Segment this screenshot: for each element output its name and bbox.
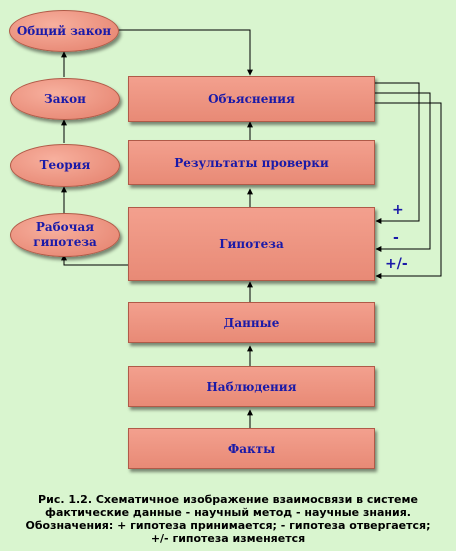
node-law-label: Закон: [44, 91, 86, 106]
node-data-label: Данные: [223, 315, 280, 330]
caption-line-3: Обозначения: + гипотеза принимается; - г…: [25, 519, 431, 532]
node-theory: Теория: [10, 144, 120, 187]
node-test-results: Результаты проверки: [128, 140, 375, 185]
node-explanations-label: Объяснения: [208, 92, 295, 106]
node-data: Данные: [128, 302, 375, 343]
node-general-law: Общий закон: [9, 10, 119, 52]
arrow-hypothesis-to-working-hypothesis: [61, 254, 128, 266]
sign-plus: +: [392, 202, 404, 218]
caption-line-1: Рис. 1.2. Схематичное изображение взаимо…: [38, 493, 418, 506]
node-hypothesis: Гипотеза: [128, 207, 375, 281]
node-theory-label: Теория: [39, 158, 91, 172]
caption-line-4: +/- гипотеза изменяется: [150, 532, 306, 545]
node-hypothesis-label: Гипотеза: [219, 237, 284, 251]
node-facts-label: Факты: [227, 441, 276, 456]
figure-caption: Рис. 1.2. Схематичное изображение взаимо…: [0, 493, 456, 545]
node-facts: Факты: [128, 428, 375, 469]
node-test-results-label: Результаты проверки: [174, 155, 329, 170]
sign-minus: -: [393, 230, 399, 246]
arrow-general-law-to-explanations: [118, 29, 253, 76]
node-law: Закон: [10, 78, 120, 120]
caption-line-2: фактические данные - научный метод - нау…: [45, 506, 411, 519]
node-explanations: Объяснения: [128, 76, 375, 122]
sign-plusminus: +/-: [385, 256, 408, 272]
feedback-minus: [375, 92, 431, 252]
feedback-plusminus: [375, 102, 442, 279]
feedback-plus: [375, 82, 420, 224]
node-observations: Наблюдения: [128, 366, 375, 407]
node-working-hypothesis-label: Рабочая гипотеза: [33, 220, 97, 249]
node-general-law-label: Общий закон: [16, 23, 112, 38]
node-working-hypothesis: Рабочая гипотеза: [10, 213, 120, 257]
node-observations-label: Наблюдения: [206, 379, 297, 394]
